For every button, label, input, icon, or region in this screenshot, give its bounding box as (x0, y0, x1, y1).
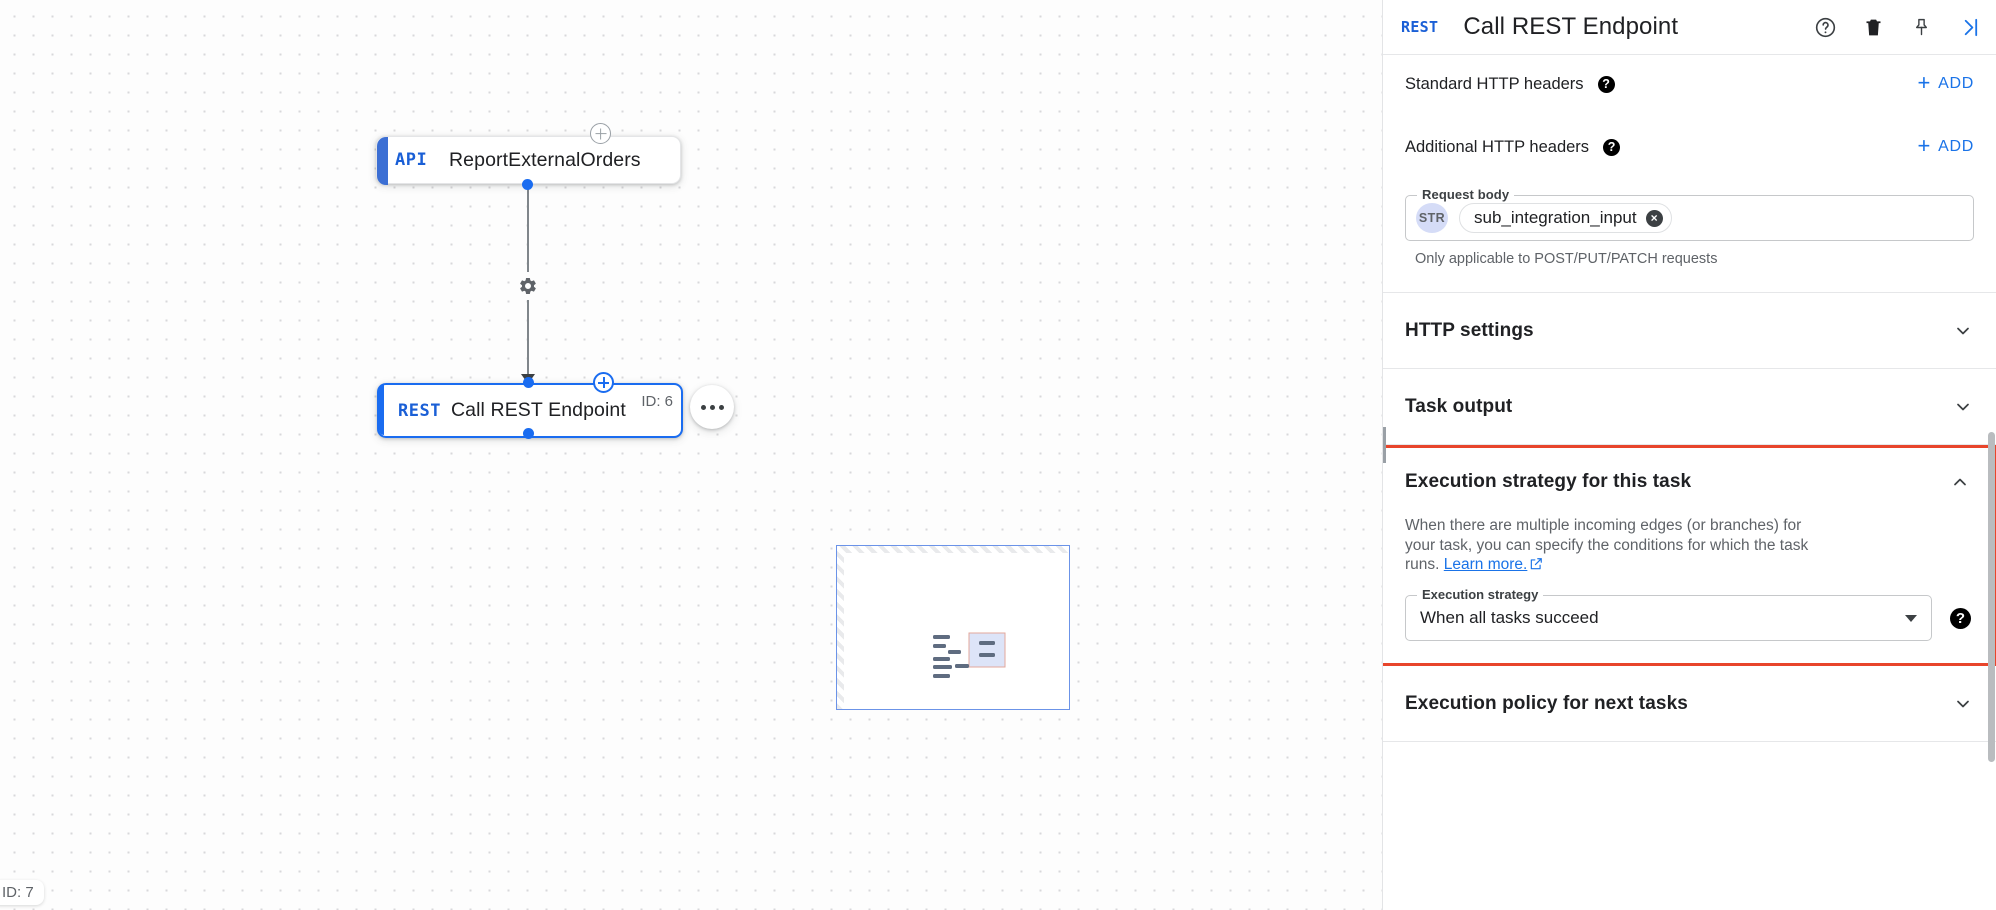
section-title: Execution policy for next tasks (1405, 692, 1688, 714)
task-config-panel: REST Call REST Endpoint (1382, 0, 1996, 910)
panel-type-badge: REST (1401, 18, 1439, 36)
section-task-output[interactable]: Task output (1383, 369, 1996, 445)
node-type-badge: API (395, 150, 428, 170)
additional-http-headers-label: Additional HTTP headers (1405, 137, 1590, 156)
canvas-preview-box[interactable] (836, 545, 1070, 710)
section-title: Execution strategy for this task (1405, 471, 1692, 492)
help-icon[interactable] (1812, 15, 1838, 41)
gear-icon[interactable] (514, 272, 542, 300)
delete-icon[interactable] (1860, 15, 1886, 41)
external-link-icon (1531, 558, 1543, 570)
node-input-port[interactable] (523, 377, 534, 388)
node-title: Call REST Endpoint (451, 399, 626, 421)
scroll-position-indicator (1383, 427, 1386, 463)
node-title: ReportExternalOrders (449, 148, 641, 171)
description-line-1: When there are multiple incoming edges (… (1405, 517, 1802, 554)
request-body-field[interactable]: Request body STR sub_integration_input × (1405, 187, 1974, 241)
section-execution-strategy[interactable]: Execution strategy for this task When th… (1383, 445, 1996, 667)
page-title: Call REST Endpoint (1463, 13, 1679, 40)
learn-more-link[interactable]: Learn more. (1443, 556, 1528, 574)
standard-http-headers-label: Standard HTTP headers (1405, 74, 1584, 93)
help-icon[interactable]: ? (1597, 75, 1615, 93)
help-icon[interactable]: ? (1950, 607, 1971, 629)
panel-header: REST Call REST Endpoint (1383, 0, 1996, 55)
chevron-down-icon[interactable] (1952, 396, 1974, 418)
chevron-down-icon[interactable] (1952, 320, 1974, 342)
execution-strategy-value: When all tasks succeed (1420, 608, 1599, 628)
add-label: ADD (1938, 75, 1974, 92)
variable-token-chip[interactable]: sub_integration_input × (1459, 203, 1672, 233)
variable-type-chip: STR (1416, 203, 1448, 233)
add-node-plus-icon[interactable] (590, 123, 611, 144)
plus-icon: + (1917, 133, 1932, 158)
chevron-down-icon[interactable] (1905, 614, 1917, 622)
preview-inner (844, 553, 1069, 709)
variable-token-label: sub_integration_input (1474, 208, 1637, 227)
execution-strategy-legend: Execution strategy (1417, 587, 1544, 603)
add-node-plus-icon[interactable] (593, 372, 614, 393)
plus-icon: + (1917, 70, 1932, 95)
execution-strategy-select[interactable]: Execution strategy When all tasks succee… (1405, 587, 1932, 642)
divider (1383, 292, 1996, 293)
section-title: HTTP settings (1405, 319, 1534, 341)
node-accent-bar (379, 385, 384, 435)
workflow-node-api[interactable]: API ReportExternalOrders (376, 136, 681, 185)
pin-icon[interactable] (1908, 15, 1934, 41)
execution-strategy-description: When there are multiple incoming edges (… (1405, 516, 1835, 575)
panel-scrollbar[interactable] (1988, 432, 1995, 762)
request-body-legend: Request body (1417, 187, 1515, 202)
chevron-up-icon[interactable] (1949, 471, 1971, 493)
add-additional-header-button[interactable]: + ADD (1917, 133, 1974, 158)
node-output-port[interactable] (522, 179, 533, 190)
add-label: ADD (1938, 138, 1974, 155)
execution-strategy-control-row: Execution strategy When all tasks succee… (1405, 587, 1971, 642)
additional-http-headers-row: Additional HTTP headers ? + ADD (1383, 113, 1996, 181)
execution-strategy-header[interactable]: Execution strategy for this task (1405, 448, 1971, 516)
node-output-port[interactable] (523, 428, 534, 439)
section-execution-policy[interactable]: Execution policy for next tasks (1383, 666, 1996, 743)
panel-scroll-body[interactable]: Standard HTTP headers ? + ADD Additional… (1383, 55, 1996, 910)
help-icon[interactable]: ? (1603, 138, 1621, 156)
section-title: Task output (1405, 395, 1513, 417)
standard-http-headers-row: Standard HTTP headers ? + ADD (1383, 55, 1996, 113)
node-id-label: ID: 6 (641, 393, 673, 410)
description-line-2: you can specify the conditions for which… (1405, 536, 1809, 574)
node-type-badge: REST (398, 400, 441, 421)
panel-header-actions (1812, 0, 1982, 55)
more-options-icon[interactable] (690, 385, 734, 429)
close-icon[interactable]: × (1645, 209, 1663, 227)
section-http-settings[interactable]: HTTP settings (1383, 293, 1996, 369)
workflow-canvas[interactable]: API ReportExternalOrders REST Call REST … (0, 0, 1382, 910)
node-id-label-partial: ID: 7 (0, 880, 44, 905)
node-accent-bar (377, 137, 388, 185)
data-mapping-icon (933, 632, 1006, 678)
chevron-down-icon[interactable] (1952, 693, 1974, 715)
request-body-hint: Only applicable to POST/PUT/PATCH reques… (1415, 251, 1718, 267)
add-standard-header-button[interactable]: + ADD (1917, 70, 1974, 95)
collapse-panel-icon[interactable] (1956, 15, 1982, 41)
